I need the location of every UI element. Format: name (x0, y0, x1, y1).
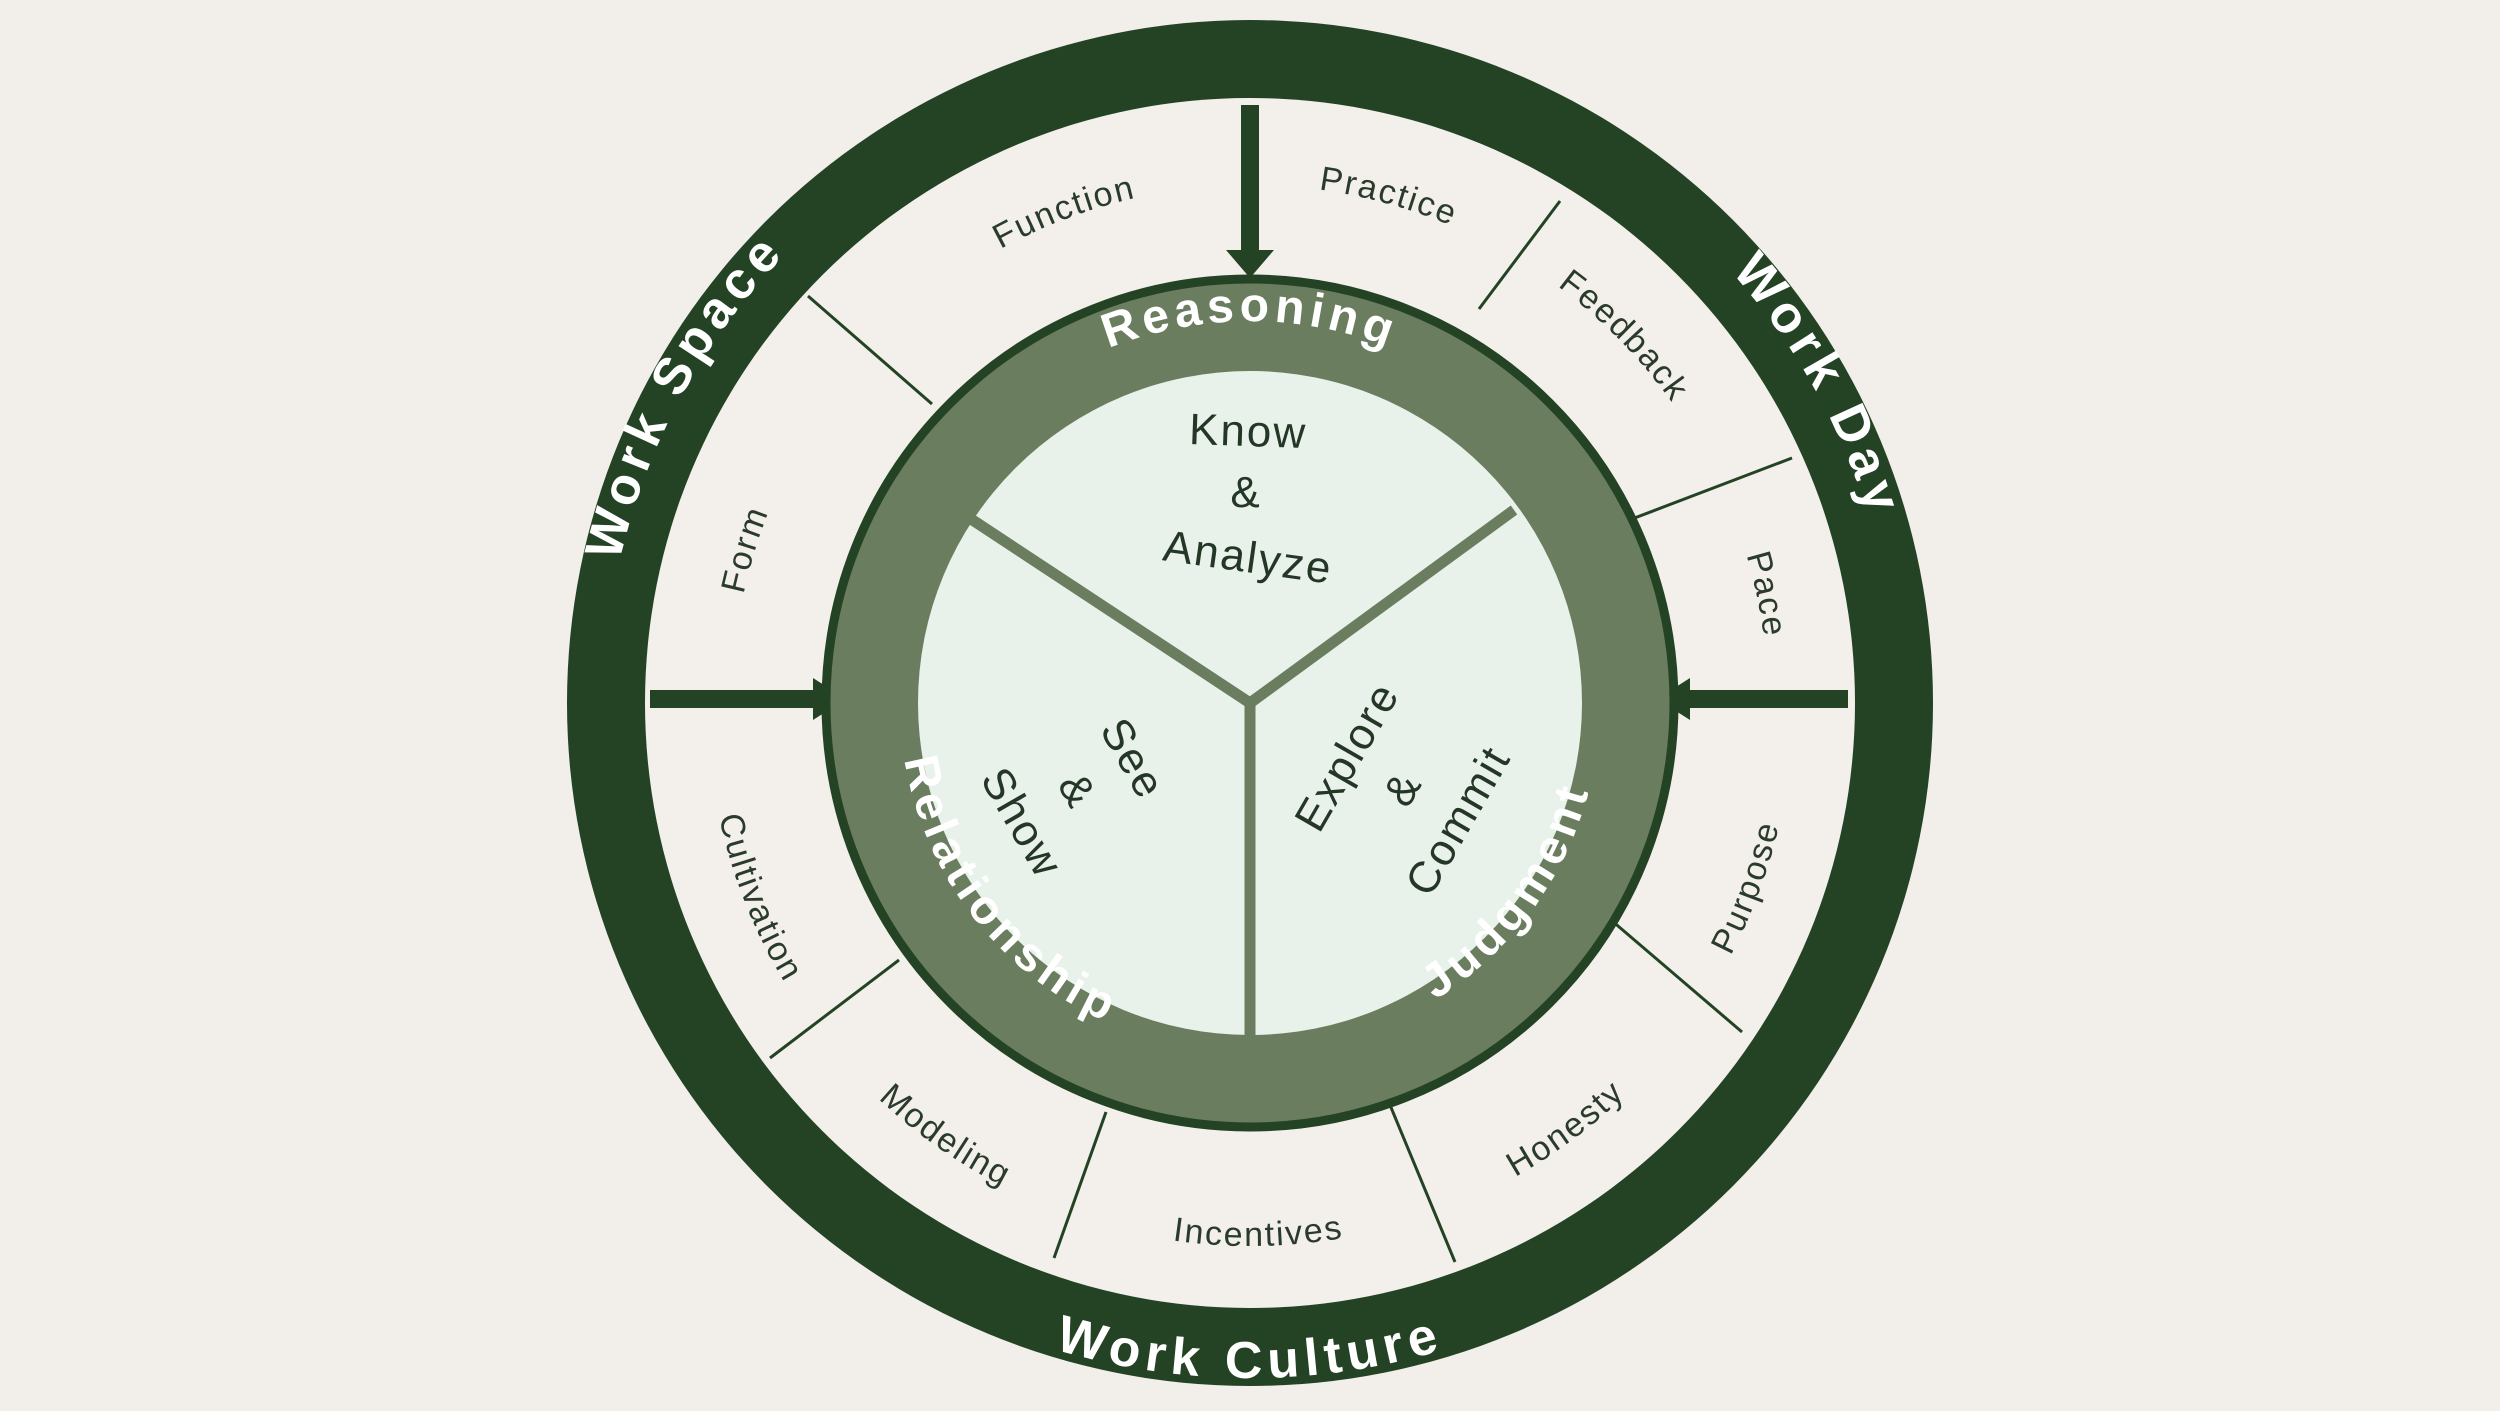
core-know-line2: & (1230, 468, 1261, 517)
arrow-top (1226, 105, 1274, 278)
core-know-line1: Know (1188, 405, 1308, 458)
core-dividers (964, 505, 1518, 1040)
segment-dividers (769, 200, 1793, 1263)
